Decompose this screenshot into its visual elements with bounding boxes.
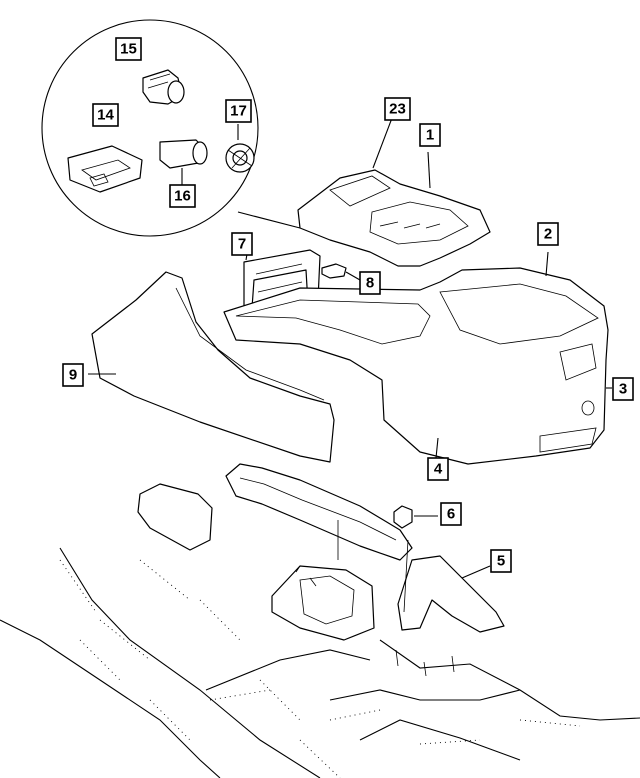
callout-5: 5 (490, 549, 512, 573)
callout-8-text: 8 (366, 275, 374, 292)
part-1-top-trim (297, 117, 491, 267)
callout-15-text: 15 (120, 41, 137, 58)
callout-1-text: 1 (426, 127, 434, 144)
detail-inset-circle (41, 19, 259, 237)
detail-leader (237, 211, 301, 229)
part-5-support-frame (225, 463, 505, 633)
callout-2: 2 (537, 222, 559, 246)
callout-14-text: 14 (97, 107, 114, 124)
callout-9: 9 (62, 363, 84, 387)
callout-7-text: 7 (238, 236, 246, 253)
part-15-socket (142, 69, 185, 105)
callout-4-text: 4 (434, 461, 443, 478)
callout-6: 6 (440, 502, 462, 526)
part-6-nut (393, 505, 438, 529)
callout-6-text: 6 (447, 506, 455, 523)
detail-inset (41, 19, 301, 237)
callout-7: 7 (231, 232, 253, 256)
callout-9-text: 9 (69, 367, 77, 384)
callout-3: 3 (612, 377, 634, 401)
callout-1: 1 (419, 123, 441, 147)
callout-3-text: 3 (619, 381, 627, 398)
callout-14: 14 (92, 103, 119, 127)
part-17-knob (225, 124, 255, 173)
callout-5-text: 5 (497, 553, 505, 570)
part-4-console-body (223, 251, 612, 465)
part-16-lighter (159, 139, 208, 186)
part-14-bezel (67, 145, 143, 193)
part-9-side-panel (88, 271, 335, 463)
callout-8: 8 (359, 271, 381, 295)
callout-16: 16 (169, 184, 196, 208)
callout-23-text: 23 (389, 101, 406, 118)
callout-17-text: 17 (230, 103, 247, 120)
part-8-screw (321, 263, 361, 281)
callout-4: 4 (427, 457, 449, 481)
callout-16-text: 16 (174, 188, 191, 205)
shifter-mechanism (271, 565, 375, 641)
callout-23: 23 (384, 97, 411, 121)
callout-2-text: 2 (544, 226, 552, 243)
floor-pan (0, 483, 640, 778)
callout-17: 17 (225, 99, 252, 123)
callout-15: 15 (115, 37, 142, 61)
